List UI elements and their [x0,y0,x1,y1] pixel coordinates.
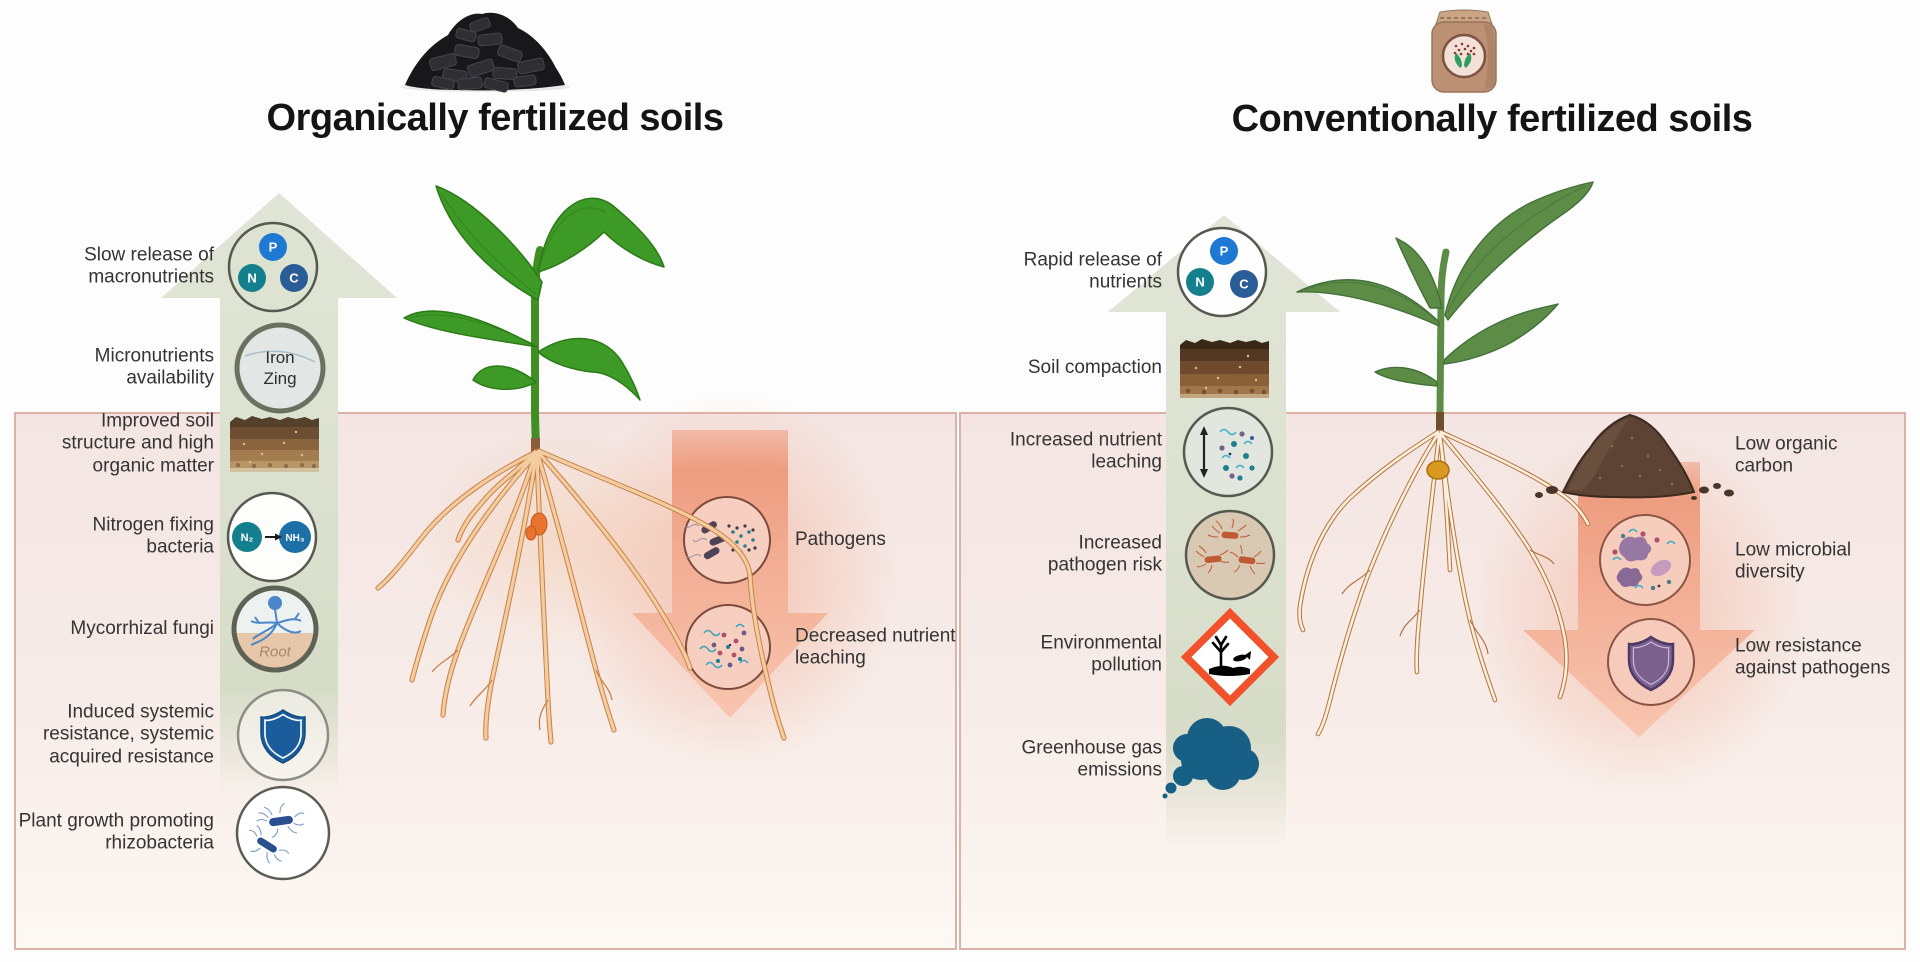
label-micronutrients: Micronutrients availability [94,345,214,389]
iron-zinc-label: Iron Zing [263,347,297,388]
right-roots [1300,432,1588,734]
rhizobacteria-icon [235,785,331,881]
induced-resistance-shield-icon [236,688,330,782]
environmental-hazard-icon [1180,607,1280,707]
label-slow-release: Slow release of macronutrients [84,244,214,288]
soil-compaction-icon [1180,339,1269,398]
n2-label: N₂ [241,532,254,544]
label-low-resistance: Low resistance against pathogens [1735,635,1891,679]
ball-c-label: C [289,271,299,286]
ball-p-label: P [1220,244,1229,259]
increased-leaching-icon [1182,406,1274,498]
label-mycorrhizal: Mycorrhizal fungi [70,617,214,639]
increased-pathogen-risk-icon [1184,509,1276,601]
label-environmental-pollution: Environmental pollution [1040,632,1162,676]
nh3-label: NH₃ [285,533,304,544]
macronutrients-icon: P N C [227,221,319,313]
label-increased-pathogen: Increased pathogen risk [1047,532,1162,576]
low-resistance-shield-icon [1607,618,1695,706]
label-nitrogen-fixing: Nitrogen fixing bacteria [92,514,214,558]
low-microbial-diversity-icon [1599,514,1691,606]
right-corn-plant [1296,181,1594,432]
ball-c-label: C [1239,277,1249,292]
left-panel-title: Organically fertilized soils [266,97,724,139]
label-induced-resistance: Induced systemic resistance, systemic ac… [42,701,214,768]
greenhouse-gas-cloud-icon [1162,718,1259,799]
label-soil-compaction: Soil compaction [1027,356,1162,378]
seed-kernel [1426,460,1450,480]
label-greenhouse-gas: Greenhouse gas emissions [1021,737,1163,781]
label-increased-leaching: Increased nutrient leaching [1009,429,1162,473]
left-corn-plant [403,185,665,453]
ball-n-label: N [1195,275,1204,290]
ball-n-label: N [247,271,256,286]
root-label: Root [259,643,291,661]
nitrogen-fixing-icon: N₂ NH₃ [226,491,318,583]
label-rapid-release: Rapid release of nutrients [1023,249,1162,293]
micronutrients-icon [234,322,326,414]
rapid-release-icon: P N C [1176,226,1268,318]
fertilizer-bag-icon [1431,9,1497,93]
label-improved-soil: Improved soil structure and high organic… [61,410,214,477]
soil-pile-icon [1535,413,1734,500]
improved-soil-icon [230,416,319,472]
right-panel-title: Conventionally fertilized soils [1231,98,1753,140]
label-low-microbial: Low microbial diversity [1735,539,1852,583]
label-low-organic-carbon: Low organic carbon [1735,433,1838,477]
ball-p-label: P [269,240,278,255]
charcoal-pile-icon [400,12,570,93]
label-rhizobacteria: Plant growth promoting rhizobacteria [18,810,214,854]
